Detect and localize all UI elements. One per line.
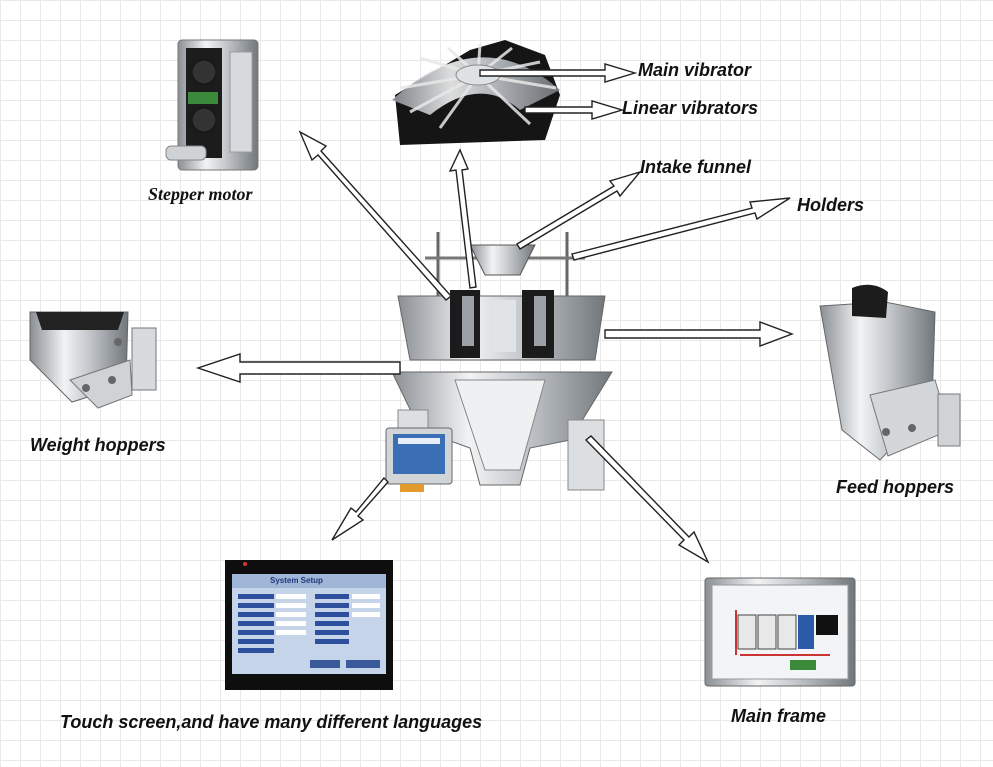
label-linear-vibrators: Linear vibrators [622,98,759,118]
arrow-to-vibrator [448,148,477,289]
label-main-vibrator: Main vibrator [638,60,752,80]
arrow-holders [571,197,791,261]
arrow-stepper-motor [298,130,453,301]
stepper-motor-photo [165,39,259,171]
arrow-touch-screen [331,476,389,541]
label-feed-hoppers: Feed hoppers [836,477,955,497]
feed-hopper-photo [819,284,961,461]
label-holders: Holders [797,195,865,215]
arrow-main-frame [584,435,710,564]
label-weight-hoppers: Weight hoppers [30,435,166,455]
weigher-machine-photo [385,232,613,492]
label-touch-screen: Touch screen,and have many different lan… [60,712,483,732]
label-stepper-motor: Stepper motor [148,184,253,204]
arrow-weight-hoppers [195,353,401,383]
touch-screen-photo [225,560,393,690]
main-frame-photo [704,577,856,687]
label-main-frame: Main frame [731,706,827,726]
arrow-linear-vibrators [524,100,625,120]
arrow-intake-funnel [516,170,643,250]
arrow-feed-hoppers [604,320,794,348]
arrow-main-vibrator [479,63,638,83]
vibrator-photo [392,40,560,145]
weight-hopper-photo [29,311,157,409]
screen-title: System Setup [270,576,323,585]
label-intake-funnel: Intake funnel [640,157,752,177]
